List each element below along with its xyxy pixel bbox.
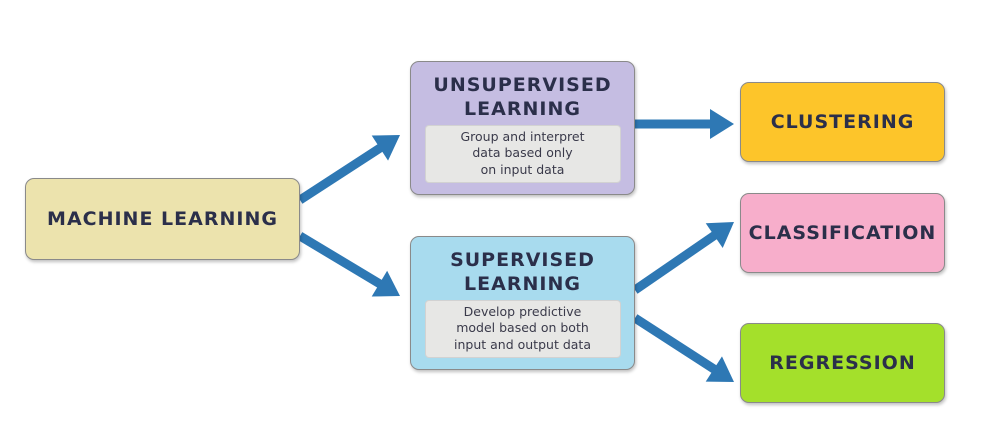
arrow-supervised-to-regression [632, 314, 718, 374]
supervised-learning-label: SUPERVISED LEARNING [450, 248, 595, 295]
arrowhead-unsupervised [371, 135, 400, 161]
supervised-learning-description: Develop predictive model based on both i… [424, 299, 621, 359]
machine-learning-label: MACHINE LEARNING [47, 208, 278, 230]
clustering-label: CLUSTERING [770, 111, 915, 133]
classification-label: CLASSIFICATION [748, 222, 937, 244]
supervised-learning-node: SUPERVISED LEARNING Develop predictive m… [410, 236, 635, 370]
arrow-supervised-to-classification [632, 230, 719, 294]
arrowhead-classification [705, 222, 734, 248]
unsupervised-learning-node: UNSUPERVISED LEARNING Group and interpre… [410, 61, 635, 195]
regression-label: REGRESSION [769, 352, 916, 374]
machine-learning-node: MACHINE LEARNING [25, 178, 300, 260]
arrow-machine-learning-to-supervised [297, 232, 384, 289]
unsupervised-learning-description: Group and interpret data based only on i… [424, 124, 621, 184]
arrowhead-clustering [710, 109, 734, 139]
clustering-node: CLUSTERING [740, 82, 945, 162]
regression-node: REGRESSION [740, 323, 945, 403]
arrowhead-regression [705, 356, 734, 382]
arrowhead-supervised [371, 270, 400, 297]
unsupervised-learning-label: UNSUPERVISED LEARNING [433, 73, 612, 120]
arrow-machine-learning-to-unsupervised [297, 143, 385, 204]
classification-node: CLASSIFICATION [740, 193, 945, 273]
